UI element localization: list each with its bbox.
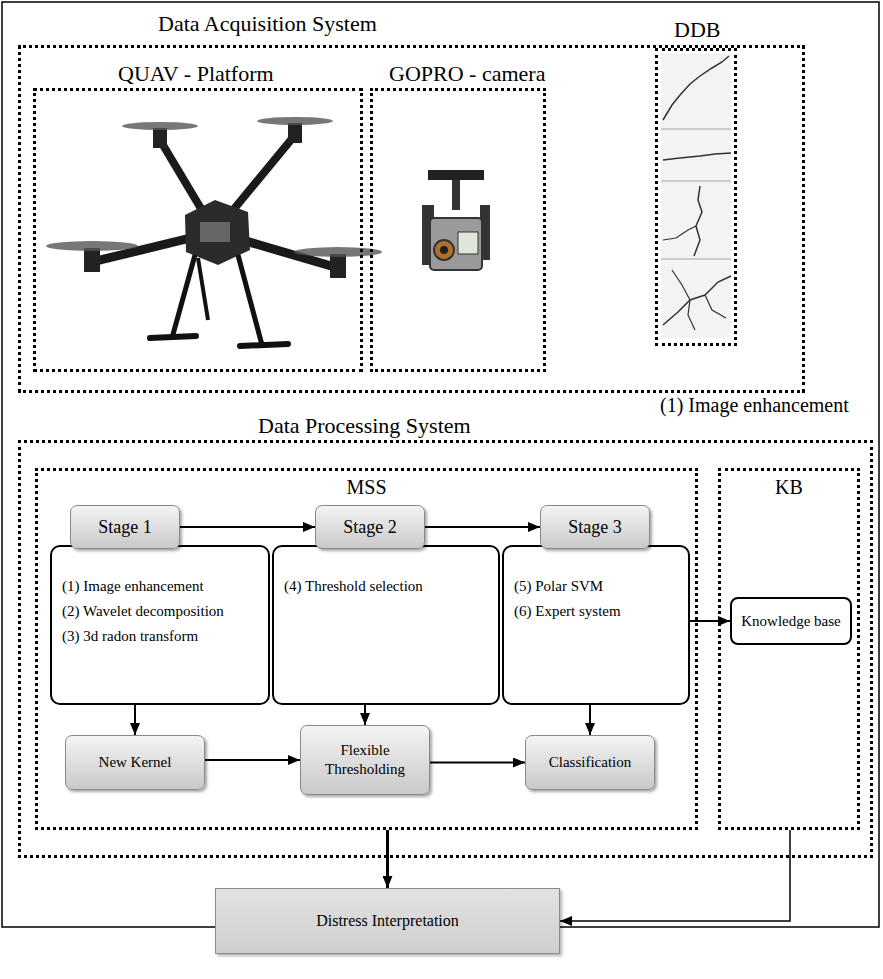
arrow-connector: [180, 526, 315, 528]
arrow-connector: [430, 762, 525, 764]
box-text: (3) 3d radon transform: [62, 627, 198, 646]
box-text: Classification: [549, 753, 632, 772]
group-heading: Data Processing System: [258, 413, 471, 439]
knowledge-box: KB Knowledge base: [718, 468, 860, 830]
group-heading: MSS: [38, 475, 695, 499]
box-text: Knowledge base: [741, 612, 841, 631]
result-box: Flexible Thresholding: [300, 725, 430, 795]
database-box: DDB: [655, 48, 737, 346]
platform-box: QUAV - Platform: [33, 88, 363, 372]
box-text: (1) Image enhancement: [62, 577, 204, 596]
box-text: Stage 2: [343, 516, 397, 539]
process-box: Knowledge base: [730, 597, 852, 645]
group-heading: KB: [721, 475, 857, 499]
stage-box: Stage 1: [70, 505, 180, 549]
drone-illustration: [46, 117, 382, 346]
box-text: (4) Threshold selection: [284, 577, 423, 596]
arrow-connector: [364, 705, 366, 725]
system-box: Data Acquisition SystemQUAV - PlatformGO…: [18, 45, 805, 393]
camera-illustration: [422, 170, 490, 270]
box-text: Stage 3: [568, 516, 622, 539]
output-box: Distress Interpretation: [215, 888, 560, 954]
arrow-connector: [425, 526, 540, 528]
result-box: Classification: [525, 735, 655, 790]
arrow-connector: [205, 759, 300, 761]
note-label: (1) Image enhancement: [660, 393, 849, 417]
camera-box: GOPRO - camera: [370, 88, 546, 372]
stage-box: Stage 3: [540, 505, 650, 549]
process-box: (4) Threshold selection: [272, 545, 500, 705]
system-box: Data Processing SystemMSSStage 1Stage 2S…: [18, 440, 873, 858]
arrow-connector: [560, 830, 790, 921]
group-heading: GOPRO - camera: [389, 61, 545, 87]
box-text: Flexible Thresholding: [309, 741, 421, 779]
group-heading: Data Acquisition System: [158, 11, 377, 37]
group-heading: QUAV - Platform: [118, 61, 274, 87]
arrow-connector: [386, 830, 389, 888]
arrow-connector: [134, 705, 136, 735]
box-text: Stage 1: [98, 516, 152, 539]
box-text: (2) Wavelet decomposition: [62, 602, 224, 621]
group-heading: DDB: [674, 17, 720, 43]
box-text: (6) Expert system: [514, 602, 621, 621]
arrow-connector: [589, 705, 591, 735]
stage-box: Stage 2: [315, 505, 425, 549]
crack-images: [661, 54, 731, 338]
outer-frame: [2, 2, 879, 927]
process-box: (5) Polar SVM (6) Expert system: [502, 545, 690, 705]
process-box: (1) Image enhancement (2) Wavelet decompo…: [50, 545, 270, 705]
box-text: New Kernel: [99, 753, 172, 772]
result-box: New Kernel: [65, 735, 205, 790]
box-text: (5) Polar SVM: [514, 577, 603, 596]
box-text: Distress Interpretation: [316, 911, 459, 931]
subsystem-box: MSS Stage 1 Stage 2 Stage 3 (1) Image enhanc…: [35, 468, 698, 830]
